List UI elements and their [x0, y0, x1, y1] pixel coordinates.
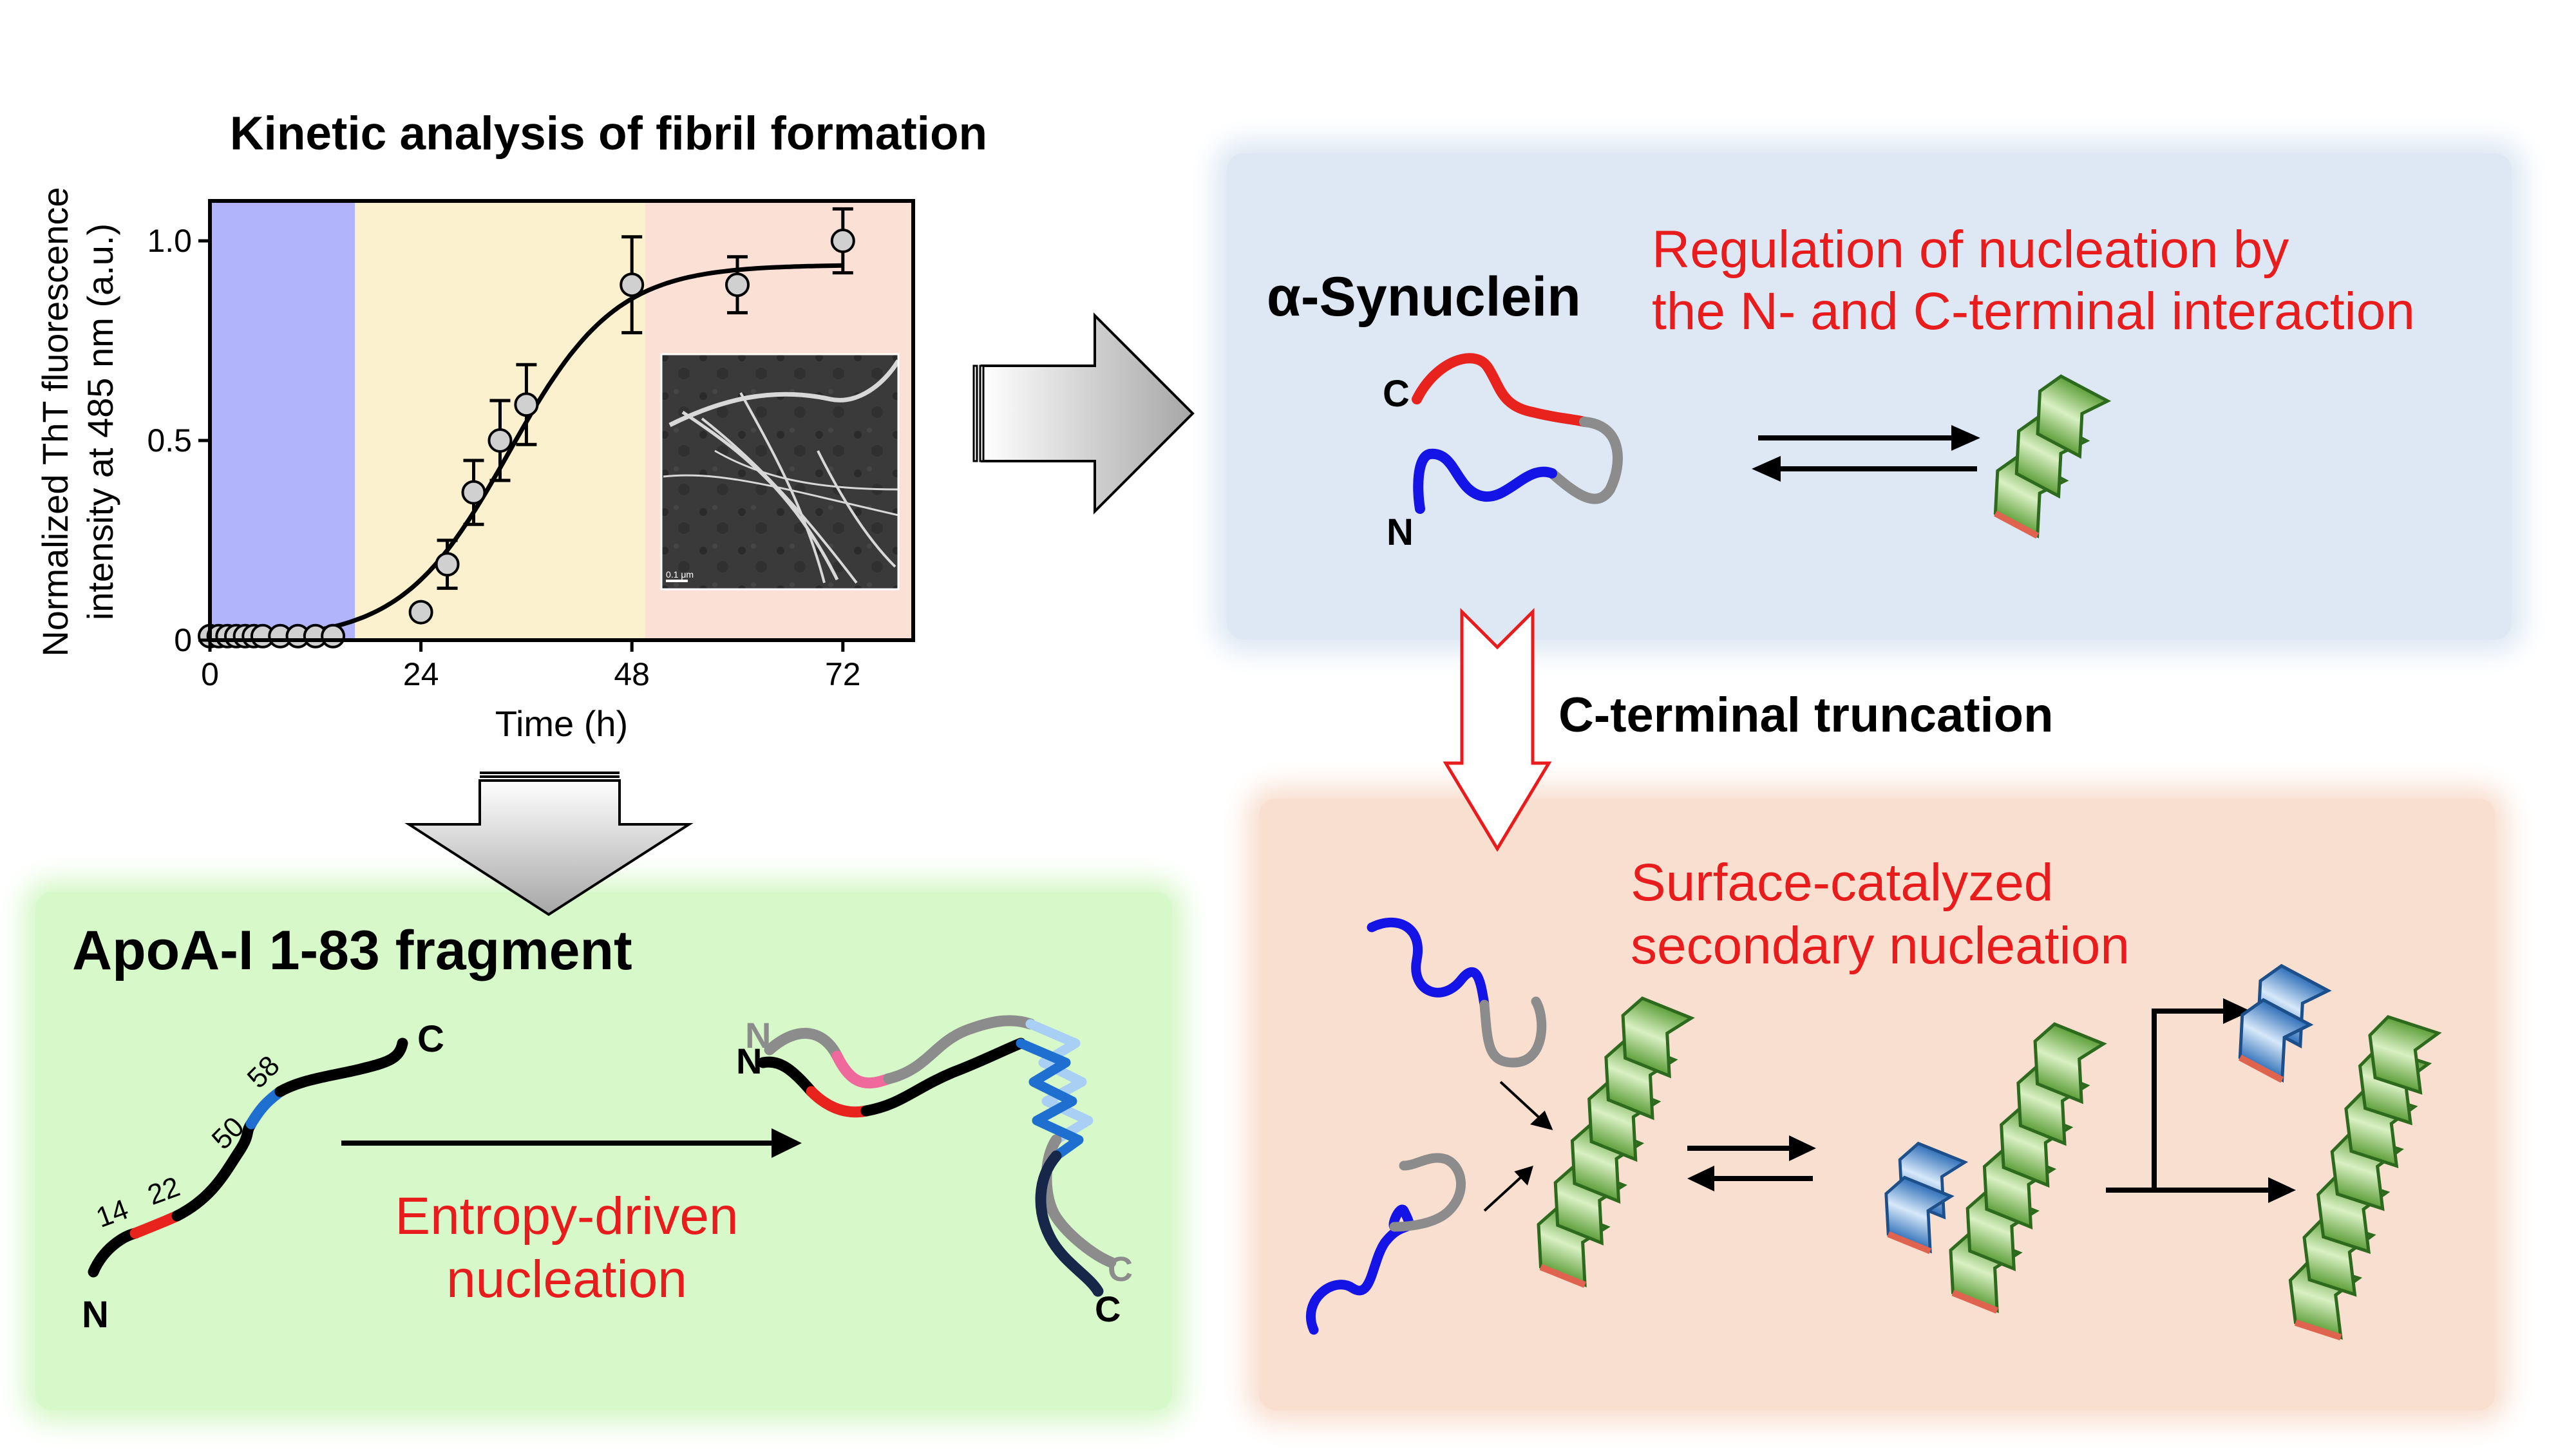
- synuclein-n-terminus: N: [1387, 511, 1414, 553]
- tem-frame: [660, 353, 900, 591]
- synuclein-monomer: [1412, 353, 1623, 514]
- synuclein-label: α-Synuclein: [1267, 266, 1581, 328]
- fibril-with-nucleus: [1884, 1019, 2105, 1314]
- chart-y-label-line1: Normalized ThT fluorescence: [35, 187, 75, 656]
- secondary-equilibrium-arrows: [1687, 1135, 1816, 1191]
- synuclein-fibril: [1980, 371, 2109, 539]
- regulation-line1: Regulation of nucleation by: [1652, 220, 2289, 279]
- branch-arrows: [2106, 998, 2296, 1203]
- chart-axes: 0 24 48 72 0 0.5 1.0: [147, 223, 860, 692]
- chart-title: Kinetic analysis of fibril formation: [230, 108, 987, 160]
- apoa-nucleus: [757, 1015, 1117, 1297]
- truncated-monomer-bottom: [1305, 1153, 1466, 1335]
- regulation-label: Regulation of nucleation by the N- and C…: [1652, 219, 2415, 343]
- secondary-nucleation-panel: [1259, 799, 2496, 1410]
- surface-label: Surface-catalyzed secondary nucleation: [1631, 851, 2130, 978]
- tem-micrograph: [661, 354, 898, 589]
- data-point-18: [830, 207, 855, 275]
- x-tick-label-1: 24: [403, 656, 439, 692]
- nucleus-n-terminus-gray: N: [745, 1015, 772, 1056]
- nucleus-c-terminus: C: [1095, 1289, 1121, 1329]
- chart-x-label: Time (h): [495, 703, 628, 744]
- chart-y-label-line2: intensity at 485 nm (a.u.): [80, 223, 120, 620]
- approach-arrows: [1483, 1081, 1553, 1212]
- truncation-label: C-terminal truncation: [1558, 688, 2054, 743]
- y-tick-label-0: 0: [174, 622, 192, 658]
- apoa-n-terminus: N: [82, 1294, 109, 1336]
- chart-y-label: Normalized ThT fluorescence intensity at…: [35, 187, 120, 656]
- x-tick-label-0: 0: [201, 656, 219, 692]
- synuclein-equilibrium-arrows: [1752, 425, 1980, 482]
- data-point-13: [461, 459, 486, 526]
- apoa-monomer: [88, 1037, 408, 1278]
- tem-scale-label: 0.1 μm: [666, 569, 694, 580]
- tem-fibrils: [663, 359, 898, 584]
- tht-kinetics-chart: 0.1 μm 0 24 48 72 0 0.5 1.0 Kinetic analysis o…: [35, 108, 987, 744]
- data-point-14: [488, 399, 513, 482]
- entropy-line2: nucleation: [446, 1250, 687, 1309]
- y-tick-label-2: 1.0: [147, 223, 192, 259]
- phase-band-0: [210, 201, 355, 640]
- nucleus-n-terminus: N: [736, 1041, 762, 1081]
- x-tick-label-3: 72: [825, 656, 861, 692]
- chart-frame: [208, 199, 915, 642]
- arrow-truncation: [1443, 607, 1552, 852]
- truncated-monomer-top: [1367, 917, 1547, 1068]
- data-point-10: [321, 623, 346, 649]
- synuclein-c-terminus: C: [1383, 373, 1410, 415]
- surface-line2: secondary nucleation: [1631, 916, 2130, 975]
- apoa-panel: [35, 892, 1172, 1410]
- arrow-to-apoa: [404, 772, 694, 916]
- released-nucleus: [2238, 963, 2332, 1083]
- x-tick-label-2: 48: [614, 656, 650, 692]
- entropy-line1: Entropy-driven: [395, 1187, 739, 1245]
- y-tick-label-1: 0.5: [147, 422, 192, 459]
- regulation-line2: the N- and C-terminal interaction: [1652, 282, 2415, 341]
- data-point-15: [514, 363, 539, 446]
- data-point-11: [408, 600, 433, 625]
- surface-line1: Surface-catalyzed: [1631, 853, 2054, 912]
- nucleus-c-terminus-gray: C: [1108, 1250, 1133, 1289]
- chart-points: [198, 207, 855, 649]
- data-point-17: [725, 255, 750, 315]
- entropy-arrow: [341, 1128, 802, 1158]
- parent-fibril: [1524, 994, 1693, 1288]
- entropy-label: Entropy-driven nucleation: [374, 1185, 760, 1311]
- elongated-fibril: [2278, 1013, 2439, 1341]
- synuclein-panel: [1227, 153, 2512, 639]
- apoa-label: ApoA-I 1-83 fragment: [72, 920, 632, 981]
- data-point-12: [435, 538, 460, 590]
- arrow-to-synuclein: [972, 312, 1195, 515]
- data-point-16: [620, 235, 645, 335]
- apoa-c-terminus: C: [417, 1018, 444, 1060]
